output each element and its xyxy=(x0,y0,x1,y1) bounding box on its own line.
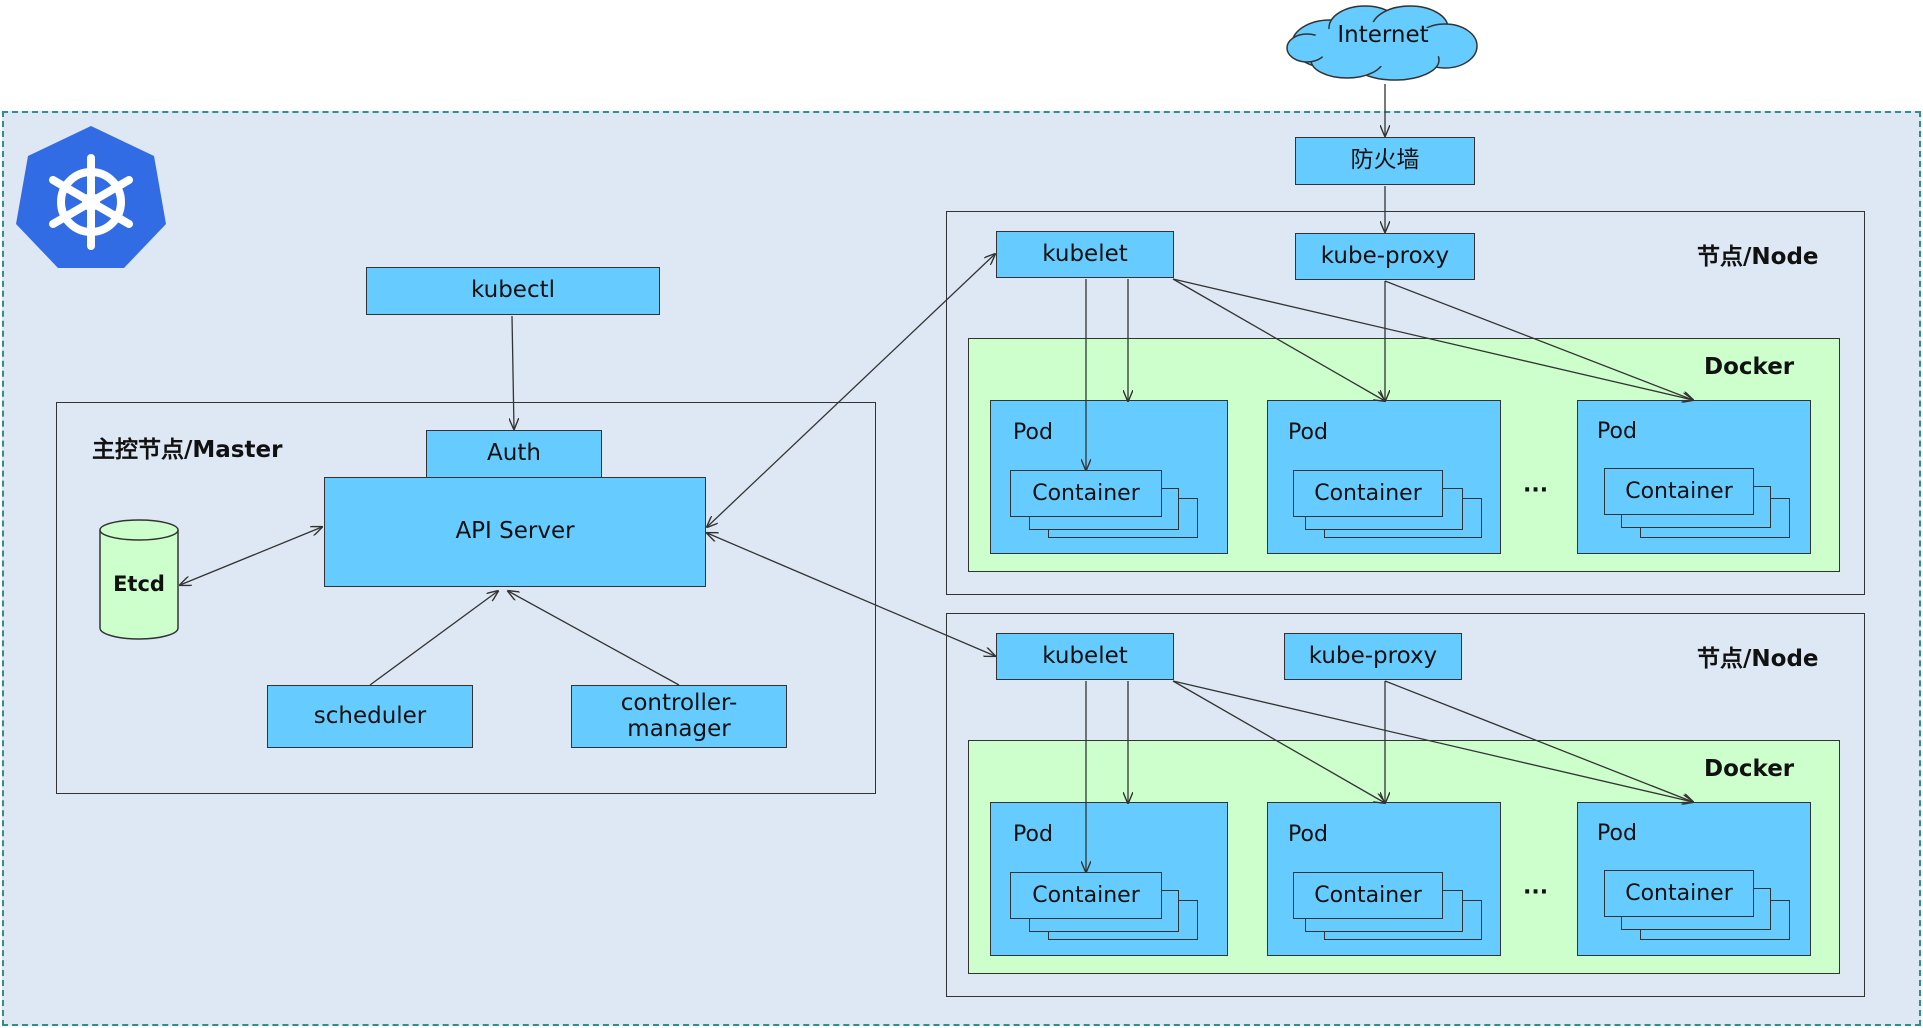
node-label-1: 节点/Node xyxy=(1697,244,1819,270)
node-label-2: 节点/Node xyxy=(1697,646,1819,672)
docker-label-2: Docker xyxy=(1704,756,1795,782)
controller-manager-box: controller- manager xyxy=(571,685,787,748)
kubelet-box-1: kubelet xyxy=(996,231,1174,278)
container-box: Container xyxy=(1604,468,1754,515)
pod-label: Pod xyxy=(1013,822,1053,847)
node-panel-2 xyxy=(946,613,1865,997)
kubernetes-logo-icon xyxy=(16,126,166,268)
kubelet-box-2: kubelet xyxy=(996,633,1174,680)
master-label: 主控节点/Master xyxy=(92,437,283,463)
container-box: Container xyxy=(1293,872,1443,919)
cloud-icon xyxy=(1286,5,1478,81)
ellipsis-1: ··· xyxy=(1523,478,1549,503)
scheduler-box: scheduler xyxy=(267,685,473,748)
auth-box: Auth xyxy=(426,430,602,478)
container-box: Container xyxy=(1010,470,1162,517)
ellipsis-2: ··· xyxy=(1523,880,1549,905)
api-server-box: API Server xyxy=(324,477,706,587)
container-box: Container xyxy=(1604,870,1754,917)
etcd-database-icon xyxy=(99,519,179,640)
firewall-box: 防火墙 xyxy=(1295,137,1475,185)
etcd-label: Etcd xyxy=(113,572,165,596)
pod-label: Pod xyxy=(1013,420,1053,445)
container-box: Container xyxy=(1010,872,1162,919)
container-box: Container xyxy=(1293,470,1443,517)
kubectl-box: kubectl xyxy=(366,267,660,315)
kube-proxy-box-2: kube-proxy xyxy=(1284,633,1462,680)
docker-label-1: Docker xyxy=(1704,354,1795,380)
pod-label: Pod xyxy=(1288,420,1328,445)
pod-label: Pod xyxy=(1288,822,1328,847)
internet-label: Internet xyxy=(1337,22,1429,48)
pod-label: Pod xyxy=(1597,821,1637,846)
pod-label: Pod xyxy=(1597,419,1637,444)
kube-proxy-box-1: kube-proxy xyxy=(1295,233,1475,280)
